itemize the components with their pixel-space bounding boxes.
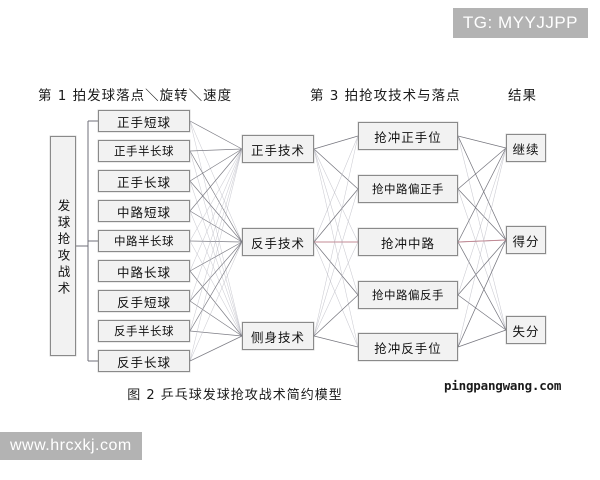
node-serve-point[interactable]: 反手短球 [98,290,190,312]
node-technique[interactable]: 侧身技术 [242,322,314,350]
column-header-result: 结果 [508,88,537,104]
node-result[interactable]: 得分 [506,226,546,254]
node-technique[interactable]: 反手技术 [242,228,314,256]
node-serve-point[interactable]: 正手半长球 [98,140,190,162]
node-attack-point[interactable]: 抢中路偏正手 [358,175,458,203]
node-serve-point[interactable]: 正手长球 [98,170,190,192]
node-result[interactable]: 继续 [506,134,546,162]
node-result[interactable]: 失分 [506,316,546,344]
node-attack-point[interactable]: 抢中路偏反手 [358,281,458,309]
node-attack-point[interactable]: 抢冲反手位 [358,333,458,361]
node-attack-point[interactable]: 抢冲中路 [358,228,458,256]
site-watermark: pingpangwang.com [444,378,562,393]
node-serve-point[interactable]: 中路长球 [98,260,190,282]
node-technique[interactable]: 正手技术 [242,135,314,163]
watermark-bottom-left: www.hrcxkj.com [0,432,142,460]
column-header-serve: 第 1 拍发球落点＼旋转＼速度 [38,88,233,104]
column-header-attack: 第 3 拍抢攻技术与落点 [310,88,461,104]
watermark-top-right: TG: MYYJJPP [452,8,588,38]
node-serve-point[interactable]: 中路短球 [98,200,190,222]
node-serve-point[interactable]: 反手半长球 [98,320,190,342]
node-attack-point[interactable]: 抢冲正手位 [358,122,458,150]
figure-caption: 图 2 乒乓球发球抢攻战术简约模型 [127,388,343,403]
node-serve-point[interactable]: 反手长球 [98,350,190,372]
node-root-tactic[interactable]: 发球抢攻战术 [50,136,76,356]
node-serve-point[interactable]: 中路半长球 [98,230,190,252]
node-serve-point[interactable]: 正手短球 [98,110,190,132]
